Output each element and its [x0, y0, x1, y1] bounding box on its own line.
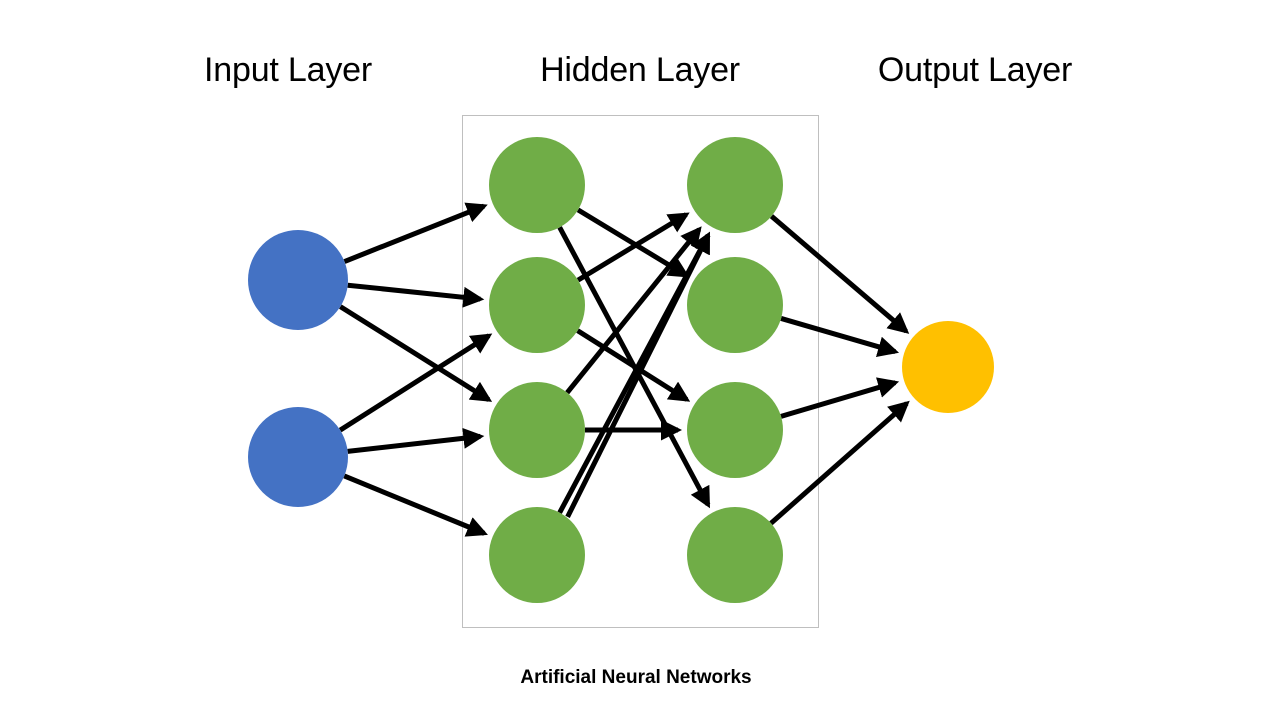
edges-hidden2-to-output — [769, 214, 910, 526]
hidden-node — [687, 257, 783, 353]
connection-arrow — [339, 304, 493, 402]
connection-arrow — [769, 400, 910, 526]
input-node — [248, 407, 348, 507]
input-node — [248, 230, 348, 330]
connection-arrow — [780, 377, 900, 419]
connection-arrow — [576, 212, 690, 283]
hidden-layer-2-nodes — [687, 137, 783, 603]
input-layer-title: Input Layer — [204, 51, 372, 89]
connection-arrow — [347, 427, 485, 454]
connection-arrow — [343, 473, 488, 537]
figure-caption: Artificial Neural Networks — [520, 667, 752, 688]
edges-hidden1-to-hidden2 — [557, 207, 711, 519]
input-layer-nodes — [248, 230, 348, 507]
hidden-node — [687, 507, 783, 603]
hidden-node — [687, 382, 783, 478]
connection-arrow — [343, 202, 488, 264]
output-layer-nodes — [902, 321, 994, 413]
output-node — [902, 321, 994, 413]
hidden-layer-1-nodes — [489, 137, 585, 603]
hidden-node — [489, 137, 585, 233]
connection-arrow — [565, 231, 711, 519]
hidden-layer-boundary-box — [462, 115, 819, 628]
edges-input-to-hidden1 — [338, 202, 493, 537]
connection-arrow — [769, 214, 910, 334]
connection-arrow — [780, 316, 900, 357]
connection-arrow — [338, 333, 493, 433]
connection-arrow — [576, 328, 691, 402]
output-layer-title: Output Layer — [877, 51, 1073, 89]
hidden-node — [489, 507, 585, 603]
hidden-node — [489, 257, 585, 353]
hidden-node — [687, 137, 783, 233]
connection-arrow — [347, 282, 485, 308]
connection-arrow — [565, 226, 702, 395]
hidden-layer-title: Hidden Layer — [540, 51, 740, 89]
hidden-node — [489, 382, 585, 478]
